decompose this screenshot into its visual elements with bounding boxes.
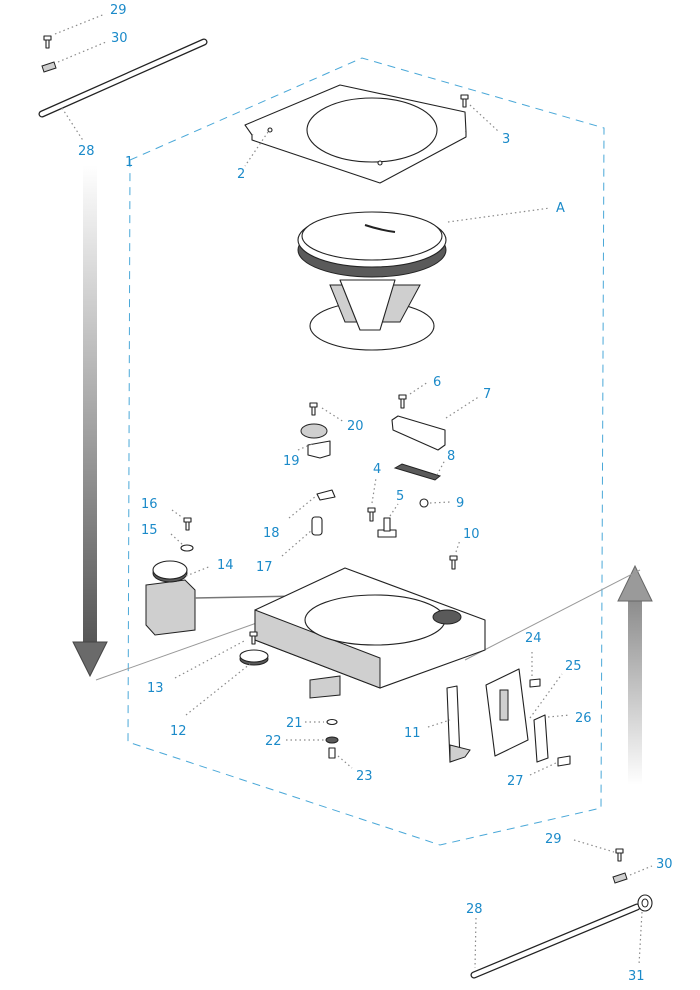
- reference-lines: [95, 569, 641, 681]
- part-18: [316, 489, 336, 501]
- callout-12: 12: [170, 724, 187, 739]
- callout-6: 6: [433, 375, 441, 390]
- leader-lines: [54, 13, 653, 969]
- screw-top: [43, 35, 52, 49]
- callout-7: 7: [483, 387, 491, 402]
- callout-13: 13: [147, 681, 164, 696]
- screw-bottom: [615, 848, 624, 862]
- washer-15: [180, 544, 194, 552]
- part-7: [391, 415, 446, 451]
- callout-21: 21: [286, 716, 303, 731]
- callout-4: 4: [373, 462, 381, 477]
- callout-27: 27: [507, 774, 524, 789]
- circuit-board-25: [485, 668, 529, 757]
- assembly-boundary: [127, 57, 605, 846]
- motor-14: [145, 560, 301, 636]
- callout-9: 9: [456, 496, 464, 511]
- callout-2: 2: [237, 167, 245, 182]
- foot-12: [239, 649, 269, 666]
- top-plate: [244, 84, 467, 184]
- cap-31: [637, 894, 653, 912]
- screw-24: [529, 678, 541, 688]
- callout-1: 1: [125, 155, 133, 170]
- callout-8: 8: [447, 449, 455, 464]
- callout-16: 16: [141, 497, 158, 512]
- callout-5: 5: [396, 489, 404, 504]
- rod-bottom: [470, 903, 641, 979]
- callout-23: 23: [356, 769, 373, 784]
- callout-30-top: 30: [111, 31, 128, 46]
- callout-A: A: [556, 201, 565, 216]
- callout-29-top: 29: [110, 3, 127, 18]
- part-17: [311, 516, 323, 536]
- callout-17: 17: [256, 560, 273, 575]
- callout-31: 31: [628, 969, 645, 984]
- screw-13: [249, 631, 258, 645]
- screw-23: [328, 747, 336, 759]
- callout-22: 22: [265, 734, 282, 749]
- callout-25: 25: [565, 659, 582, 674]
- washer-21: [326, 718, 338, 726]
- callout-18: 18: [263, 526, 280, 541]
- callout-30-bottom: 30: [656, 857, 673, 872]
- callout-15: 15: [141, 523, 158, 538]
- screw-20: [309, 402, 318, 416]
- part-5: [377, 517, 397, 538]
- part-19: [300, 423, 331, 459]
- callout-10: 10: [463, 527, 480, 542]
- bracket-26: [533, 714, 549, 763]
- callout-3: 3: [502, 132, 510, 147]
- callout-20: 20: [347, 419, 364, 434]
- callout-26: 26: [575, 711, 592, 726]
- callout-14: 14: [217, 558, 234, 573]
- ball-9: [419, 498, 429, 508]
- base-frame: [254, 567, 486, 699]
- screw-27: [557, 755, 571, 767]
- screw-10: [449, 555, 458, 570]
- callout-28-bottom: 28: [466, 902, 483, 917]
- turntable-assembly: [297, 211, 447, 351]
- arrow-up-icon: [617, 564, 653, 785]
- clip-top: [41, 61, 57, 73]
- clip-bottom: [612, 872, 628, 884]
- screw-16: [183, 517, 192, 531]
- part-8: [393, 463, 442, 481]
- bracket-11: [446, 685, 471, 763]
- callout-29-bottom: 29: [545, 832, 562, 847]
- washer-22: [325, 736, 339, 744]
- callout-24: 24: [525, 631, 542, 646]
- callout-11: 11: [404, 726, 421, 741]
- callout-labels: 29 30 28 1 2 3 A 6 7 20 19 4 8 5 9 16 18…: [78, 3, 673, 984]
- arrow-down-icon: [72, 165, 108, 678]
- screw-6: [398, 394, 407, 409]
- callout-28-top: 28: [78, 144, 95, 159]
- callout-19: 19: [283, 454, 300, 469]
- screw-3: [460, 94, 469, 108]
- screw-4: [367, 507, 376, 522]
- rod-top: [38, 38, 208, 118]
